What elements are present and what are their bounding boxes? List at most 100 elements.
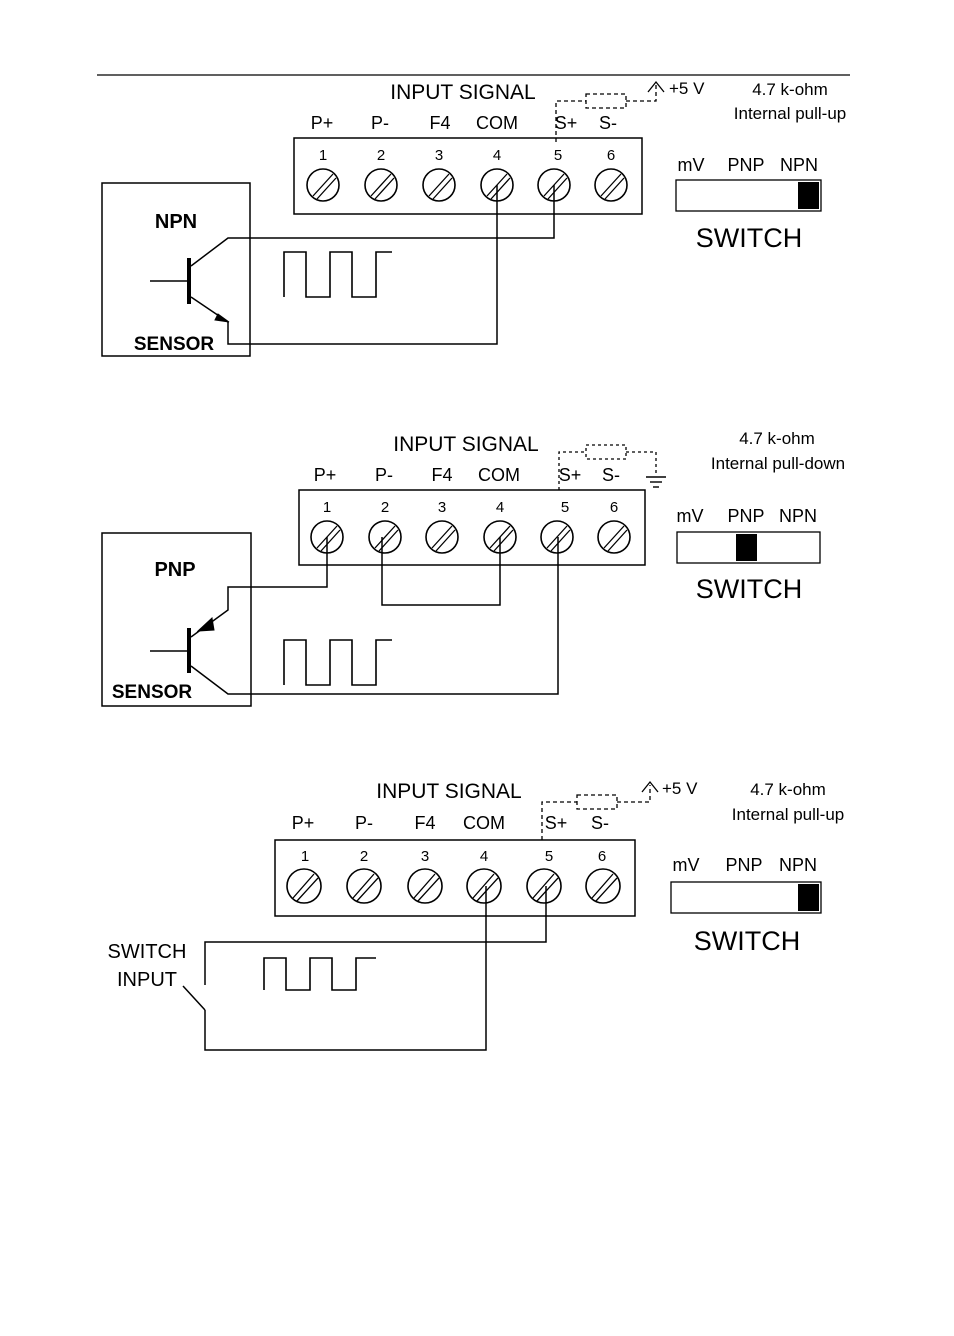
terminal-label: COM <box>463 813 505 833</box>
terminal-label: P- <box>355 813 373 833</box>
npn-transistor-icon <box>150 237 250 345</box>
input-signal-title: INPUT SIGNAL <box>393 433 538 456</box>
terminal-block: 1 2 3 4 5 6 <box>274 839 636 917</box>
terminal-number: 3 <box>421 848 429 865</box>
switch-position-label: PNP <box>727 506 764 526</box>
switch-contact-icon <box>182 886 547 1051</box>
switch-position-label: NPN <box>780 155 818 175</box>
screw-icon <box>407 868 443 904</box>
voltage-label: +5 V <box>662 779 698 798</box>
screw-icon <box>368 520 402 554</box>
pulse-waveform-icon <box>283 251 392 298</box>
switch-title: SWITCH <box>696 223 802 253</box>
sensor-type-label: NPN <box>155 211 197 233</box>
terminal-label: F4 <box>431 465 452 485</box>
terminal-label: P+ <box>311 113 334 133</box>
pull-down-resistor <box>558 444 657 490</box>
screw-icon <box>585 868 621 904</box>
terminal-number: 2 <box>360 848 368 865</box>
terminal-label: P+ <box>314 465 337 485</box>
switch-position-label: mV <box>678 155 705 175</box>
terminal-number: 5 <box>561 499 569 516</box>
switch-position-label: PNP <box>727 155 764 175</box>
screw-icon <box>364 168 398 202</box>
switch-input-diagram: INPUT SIGNAL +5 V 4.7 k-ohm Internal pul… <box>108 779 844 1051</box>
mode-switch: mV PNP NPN SWITCH <box>676 506 821 604</box>
resistor-mode: Internal pull-up <box>734 104 846 123</box>
terminal-number: 6 <box>607 147 615 164</box>
terminal-number: 4 <box>480 848 488 865</box>
screw-icon <box>422 168 456 202</box>
switch-position-label: NPN <box>779 506 817 526</box>
npn-diagram: INPUT SIGNAL +5 V 4.7 k-ohm Internal pul… <box>101 79 846 357</box>
sensor-label: SENSOR <box>112 682 193 703</box>
terminal-label: P- <box>375 465 393 485</box>
pulse-waveform-icon <box>263 957 376 991</box>
screw-icon <box>346 868 382 904</box>
voltage-label: +5 V <box>669 79 705 98</box>
screw-icon <box>306 168 340 202</box>
terminal-label: S- <box>602 465 620 485</box>
pnp-diagram: INPUT SIGNAL 4.7 k-ohm Internal pull-dow… <box>101 429 845 707</box>
terminal-number: 5 <box>554 147 562 164</box>
terminal-label: F4 <box>414 813 435 833</box>
input-signal-title: INPUT SIGNAL <box>376 780 521 803</box>
terminal-label: S- <box>599 113 617 133</box>
terminal-label: COM <box>476 113 518 133</box>
terminal-label: P+ <box>292 813 315 833</box>
terminal-number: 6 <box>598 848 606 865</box>
terminal-label: S+ <box>559 465 582 485</box>
screw-icon <box>540 520 574 554</box>
screw-icon <box>425 520 459 554</box>
switch-slider <box>798 884 819 911</box>
terminal-number: 3 <box>435 147 443 164</box>
terminal-label: S+ <box>555 113 578 133</box>
switch-title: SWITCH <box>696 574 802 604</box>
terminal-block: 1 2 3 4 5 6 <box>293 137 643 215</box>
screw-icon <box>597 520 631 554</box>
input-signal-title: INPUT SIGNAL <box>390 81 535 104</box>
resistor-value: 4.7 k-ohm <box>739 429 815 448</box>
screw-icon <box>466 868 502 904</box>
wiring <box>251 537 559 695</box>
terminal-label: P- <box>371 113 389 133</box>
mode-switch: mV PNP NPN SWITCH <box>670 855 822 956</box>
sensor-label: SENSOR <box>134 334 215 355</box>
pulse-waveform-icon <box>283 639 392 686</box>
switch-slider <box>798 182 819 209</box>
ground-icon <box>646 476 666 488</box>
terminal-block: 1 2 3 4 5 6 <box>298 489 646 566</box>
switch-slider <box>736 534 757 561</box>
resistor-mode: Internal pull-up <box>732 805 844 824</box>
terminal-number: 2 <box>377 147 385 164</box>
terminal-label: S+ <box>545 813 568 833</box>
sensor-type-label: PNP <box>154 559 195 581</box>
terminal-number: 2 <box>381 499 389 516</box>
wiring <box>250 185 555 345</box>
voltage-arrow-icon <box>641 780 659 793</box>
npn-sensor: NPN SENSOR <box>101 182 251 357</box>
resistor-value: 4.7 k-ohm <box>750 780 826 799</box>
terminal-label-row: P+ P- F4 COM S+ S- <box>292 813 609 833</box>
switch-input-label: SWITCH <box>108 941 187 963</box>
terminal-label-row: P+ P- F4 COM S+ S- <box>311 113 617 133</box>
pull-up-resistor <box>541 785 651 840</box>
terminal-number: 1 <box>319 147 327 164</box>
resistor-mode: Internal pull-down <box>711 454 845 473</box>
terminal-label: COM <box>478 465 520 485</box>
terminal-number: 1 <box>301 848 309 865</box>
terminal-number: 1 <box>323 499 331 516</box>
terminal-number: 5 <box>545 848 553 865</box>
terminal-number: 4 <box>493 147 501 164</box>
pull-up-resistor <box>555 85 657 142</box>
screw-icon <box>526 868 562 904</box>
switch-input: SWITCH INPUT <box>108 886 547 1051</box>
screw-icon <box>594 168 628 202</box>
switch-position-label: NPN <box>779 855 817 875</box>
switch-position-label: PNP <box>725 855 762 875</box>
screw-icon <box>286 868 322 904</box>
terminal-number: 6 <box>610 499 618 516</box>
switch-position-label: mV <box>677 506 704 526</box>
voltage-arrow-icon <box>647 80 665 93</box>
